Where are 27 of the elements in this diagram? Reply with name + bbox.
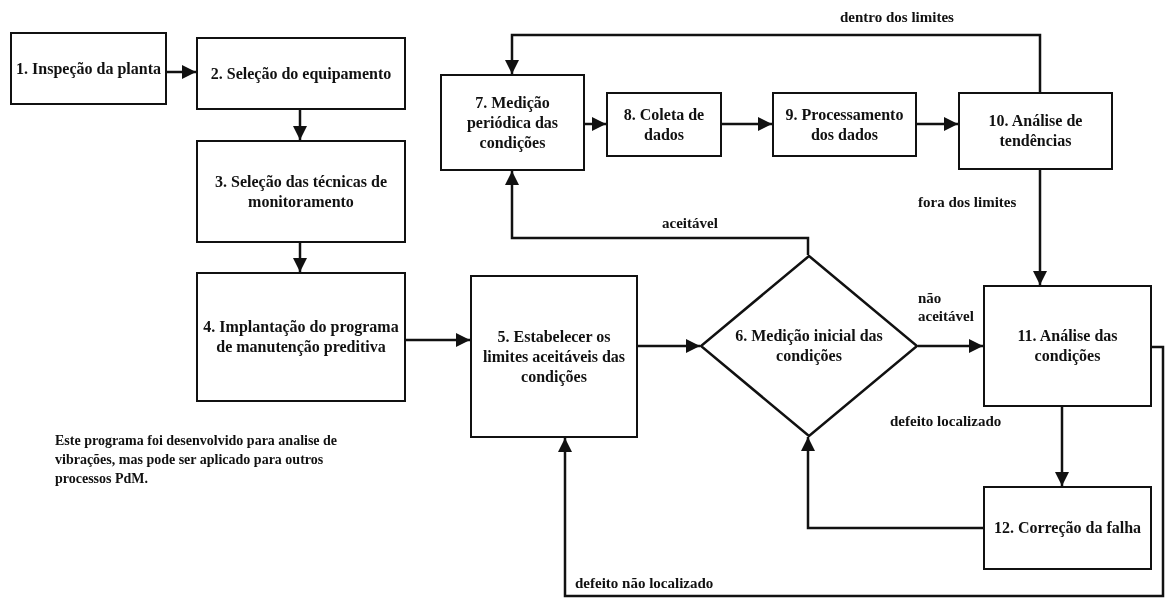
process-box: 12. Correção da falha [983,486,1152,570]
process-box: 9. Processamento dos dados [772,92,917,157]
arrow [801,437,983,530]
process-box: 5. Estabelecer os limites aceitáveis das condições [470,275,638,438]
arrow [558,345,1165,598]
process-box: 7. Medição periódica das condições [440,74,585,171]
arrow [918,339,983,353]
arrow [406,333,470,347]
process-box: 3. Seleção das técnicas de monitoramento [196,140,406,243]
arrow [293,243,307,272]
arrow [1033,170,1047,285]
process-box: 4. Implantação do programa de manutenção preditiva [196,272,406,402]
process-box: 10. Análise de tendências [958,92,1113,170]
arrow [505,33,1042,92]
process-box: 1. Inspeção da planta [10,32,167,105]
note-text: Este programa foi desenvolvido para analise de vibrações, mas pode ser aplicado para outros processos PdM. [55,432,339,488]
process-box: 2. Seleção do equipamento [196,37,406,110]
process-box: 8. Coleta de dados [606,92,722,157]
arrow [917,117,958,131]
process-box: 11. Análise das condições [983,285,1152,407]
arrow [638,339,700,353]
arrow [1055,407,1069,486]
arrow [722,117,772,131]
arrow [585,117,606,131]
arrow [167,65,196,79]
arrow [293,110,307,140]
arrow [505,171,810,255]
